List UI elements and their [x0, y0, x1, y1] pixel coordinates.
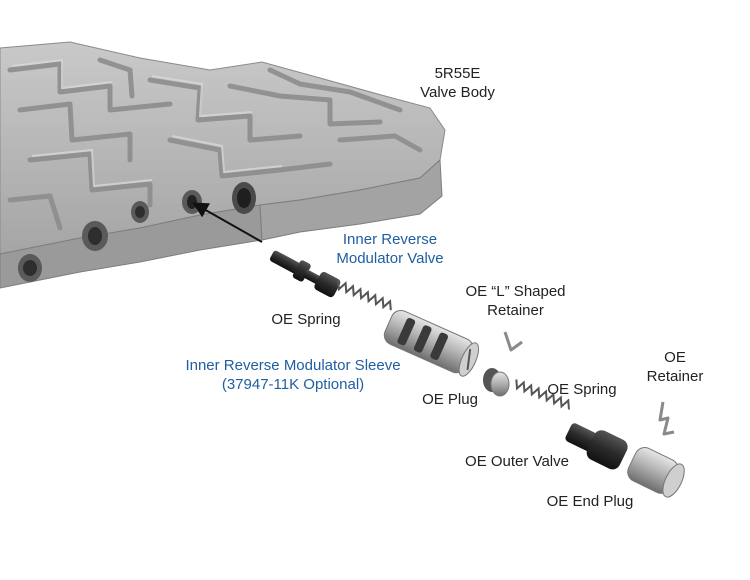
inner-reverse-modulator-valve-part: [269, 250, 341, 298]
oe-plug-part: [483, 368, 510, 397]
l-shaped-retainer-part: [503, 331, 523, 352]
oe-end-plug-part: [627, 447, 685, 498]
label-inner-reverse-modulator-valve: Inner Reverse Modulator Valve: [336, 231, 444, 267]
label-oe-spring-2: OE Spring: [547, 381, 617, 398]
label-oe-retainer: OE Retainer: [646, 349, 704, 385]
insertion-arrow: [192, 202, 263, 243]
valve-body-casting: [0, 41, 446, 289]
label-oe-outer-valve: OE Outer Valve: [465, 453, 569, 470]
valve-bores: [18, 182, 256, 282]
oe-spring-2-part: [515, 379, 570, 410]
label-oe-end-plug: OE End Plug: [546, 493, 634, 510]
label-valve-body: 5R55E Valve Body: [420, 65, 495, 101]
label-inner-reverse-modulator-sleeve: Inner Reverse Modulator Sleeve (37947-11…: [185, 357, 401, 393]
label-oe-spring-1: OE Spring: [271, 311, 341, 328]
oe-retainer-part: [658, 401, 675, 436]
label-oe-plug: OE Plug: [422, 391, 478, 408]
label-l-shaped-retainer: OE “L” Shaped Retainer: [465, 283, 566, 319]
oe-spring-1-part: [337, 280, 392, 311]
inner-reverse-modulator-sleeve-part: [383, 309, 480, 377]
oe-outer-valve-part: [565, 423, 628, 470]
